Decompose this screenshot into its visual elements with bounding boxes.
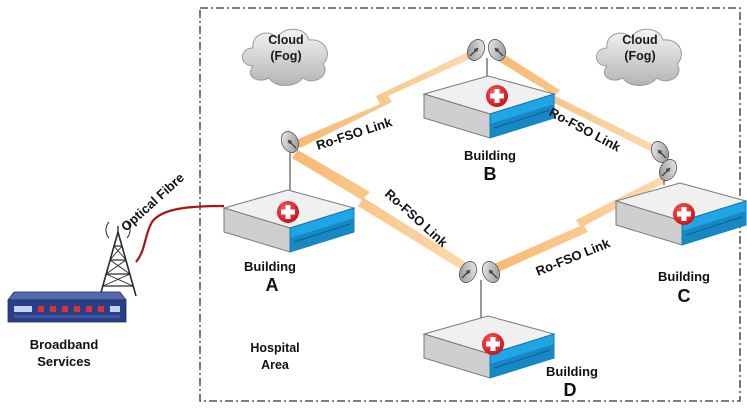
red-cross-icon xyxy=(486,85,508,107)
cloud-label-right-line1: Cloud xyxy=(622,33,657,47)
building-a-letter: A xyxy=(266,275,279,295)
fso-beam-bc xyxy=(490,48,660,154)
building-c-letter: C xyxy=(678,286,691,306)
building-b-letter: B xyxy=(484,164,497,184)
broadband-label-line1: Broadband xyxy=(30,337,99,352)
broadband-label-line2: Services xyxy=(37,354,91,369)
building-c xyxy=(615,182,747,246)
building-a xyxy=(223,189,355,253)
cloud-label-left-line2: (Fog) xyxy=(270,49,301,63)
fso-beam-ad xyxy=(292,150,466,270)
building-b-label: Building xyxy=(464,148,516,163)
building-d-letter: D xyxy=(564,380,577,400)
building-c-label: Building xyxy=(658,269,710,284)
red-cross-icon xyxy=(277,201,299,223)
optical-fibre-label: Optical Fibre xyxy=(118,170,187,234)
cloud-icon xyxy=(596,28,682,86)
building-b xyxy=(423,75,555,139)
building-d xyxy=(423,315,555,379)
hospital-area-label-line1: Hospital xyxy=(250,341,299,355)
cloud-icon xyxy=(242,28,328,86)
hospital-area-label-line2: Area xyxy=(261,358,290,372)
fso-beam-ab xyxy=(296,52,472,148)
cloud-label-left-line1: Cloud xyxy=(268,33,303,47)
cloud-label-right-line2: (Fog) xyxy=(624,49,655,63)
antenna-tower-icon xyxy=(99,221,137,297)
building-d-label: Building xyxy=(546,364,598,379)
building-a-label: Building xyxy=(244,259,296,274)
optical-fibre-cable xyxy=(135,204,225,263)
router-icon xyxy=(7,291,127,323)
red-cross-icon xyxy=(482,333,504,355)
red-cross-icon xyxy=(673,203,695,225)
